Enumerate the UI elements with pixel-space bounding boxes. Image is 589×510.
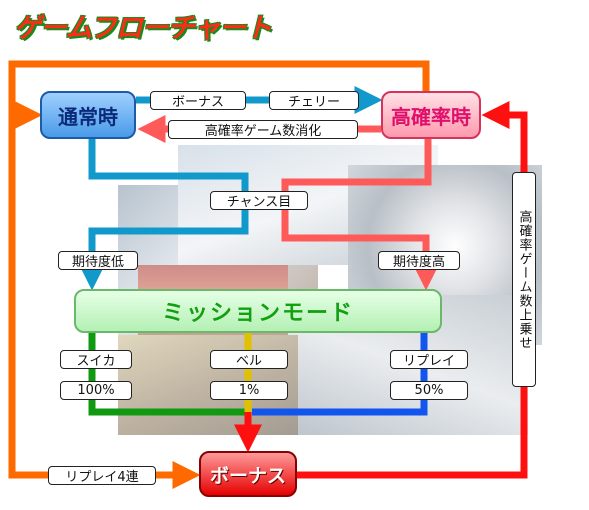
outcome-symbol-suika: スイカ bbox=[60, 350, 132, 369]
edge-label-high-game-add: 高確率ゲーム数上乗せ bbox=[512, 172, 536, 387]
outcome-rate-replay: 50% bbox=[390, 381, 468, 400]
node-normal-mode: 通常時 bbox=[40, 91, 136, 139]
edge-label-expect-low: 期待度低 bbox=[58, 251, 138, 270]
edge-label-cherry: チェリー bbox=[269, 91, 359, 110]
node-mission-mode: ミッションモード bbox=[74, 289, 442, 333]
outcome-rate-bell: 1% bbox=[210, 381, 288, 400]
edge-label-high-game-consumed: 高確率ゲーム数消化 bbox=[168, 120, 358, 139]
replay-line bbox=[252, 333, 428, 416]
outcome-rate-suika: 100% bbox=[60, 381, 132, 400]
high-to-mission-line bbox=[281, 139, 440, 291]
edge-label-expect-high: 期待度高 bbox=[378, 251, 460, 270]
node-high-probability: 高確率時 bbox=[381, 91, 481, 139]
outcome-symbol-replay: リプレイ bbox=[390, 350, 468, 369]
chart-title: ゲームフローチャート bbox=[14, 13, 272, 44]
edge-label-replay-4: リプレイ4連 bbox=[48, 466, 156, 485]
outcome-symbol-bell: ベル bbox=[210, 350, 288, 369]
edge-label-bonus: ボーナス bbox=[150, 91, 246, 110]
suika-line bbox=[88, 333, 245, 416]
edge-label-chance-eye: チャンス目 bbox=[210, 191, 308, 210]
node-bonus: ボーナス bbox=[199, 451, 297, 497]
